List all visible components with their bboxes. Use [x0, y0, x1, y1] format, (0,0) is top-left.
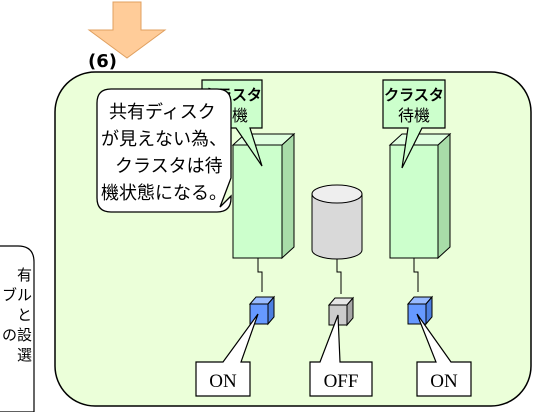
server-left	[231, 132, 296, 260]
left-note-line-4: の設	[2, 326, 32, 344]
connector-middle	[336, 259, 342, 294]
power-label-left-text: ON	[209, 371, 237, 392]
callout-line-3: クラスタは待	[115, 156, 223, 177]
callout-line-1: 共有ディスク	[109, 102, 216, 123]
left-note-line-3: と	[17, 306, 32, 324]
connectors	[257, 258, 419, 294]
power-label-right-text: ON	[430, 371, 458, 392]
callout-line-2: が見えない為、	[101, 129, 227, 150]
server-left-front	[232, 144, 283, 259]
server-right-side	[437, 132, 451, 260]
left-note-line-2: ブル	[2, 286, 32, 304]
step-label: (6)	[88, 51, 117, 72]
callout-bubble	[96, 88, 232, 213]
power-label-middle: OFF	[309, 314, 373, 397]
left-note: 有 ブル と の設 選	[0, 245, 35, 412]
power-label-left: ON	[195, 313, 259, 397]
shared-disk	[311, 184, 363, 260]
connector-left	[257, 258, 263, 292]
callout-line-4: 機状態になる。	[101, 183, 227, 204]
switch-middle	[327, 296, 355, 327]
server-left-side	[281, 132, 295, 260]
status-right-line-1: クラスタ	[384, 86, 444, 104]
status-right-line-2: 待機	[398, 106, 430, 125]
shared-disk-body	[311, 193, 363, 260]
power-label-middle-text: OFF	[324, 371, 359, 392]
shared-disk-top	[311, 184, 363, 204]
power-label-right: ON	[416, 313, 472, 397]
left-note-line-1: 有	[17, 266, 32, 284]
server-right-front	[389, 144, 439, 259]
connector-right	[413, 258, 419, 292]
down-arrow-icon	[87, 1, 167, 59]
status-box-right: クラスタ 待機	[382, 79, 446, 169]
left-note-line-5: 選	[17, 346, 32, 364]
server-right	[388, 132, 452, 260]
